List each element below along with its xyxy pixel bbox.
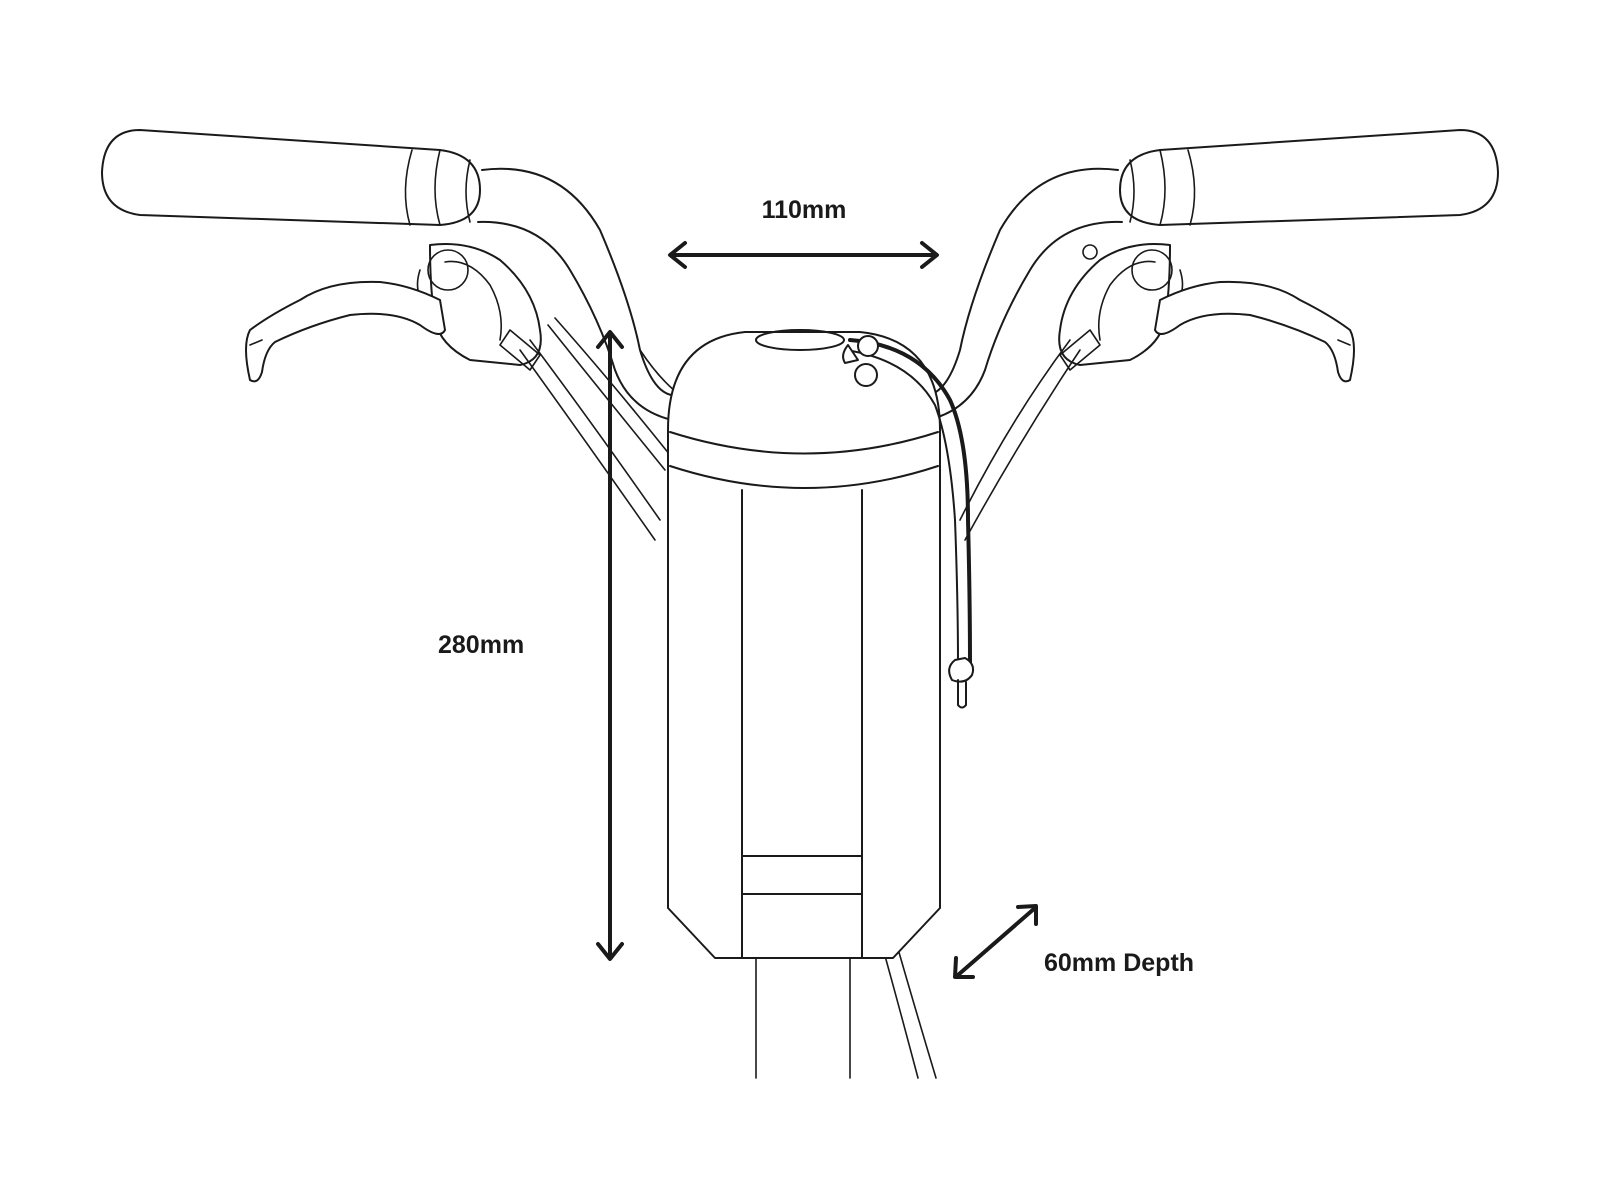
left-brake-lever — [245, 280, 446, 383]
bag-top-opening — [755, 329, 845, 351]
drawcord — [848, 338, 972, 667]
handlebar-bag — [667, 329, 975, 959]
bag-top-seam-upper — [669, 431, 939, 455]
bag-top-seam-lower — [669, 465, 939, 489]
cord-lock-icon — [842, 335, 879, 387]
width-label: 110mm — [762, 196, 847, 224]
width-dimension-arrow — [668, 241, 939, 269]
right-grip — [1119, 129, 1499, 226]
stem — [755, 941, 937, 1079]
cord-knot-icon — [948, 657, 975, 709]
left-grip — [101, 129, 481, 226]
bag-body — [667, 331, 941, 959]
right-brake-lever — [1154, 280, 1355, 383]
height-dimension-arrow — [596, 330, 624, 961]
handlebar-left — [101, 129, 681, 541]
depth-dimension-arrow — [953, 904, 1038, 979]
height-label: 280mm — [438, 631, 524, 659]
handlebar-right — [919, 129, 1499, 541]
depth-label: 60mm Depth — [1044, 949, 1194, 977]
